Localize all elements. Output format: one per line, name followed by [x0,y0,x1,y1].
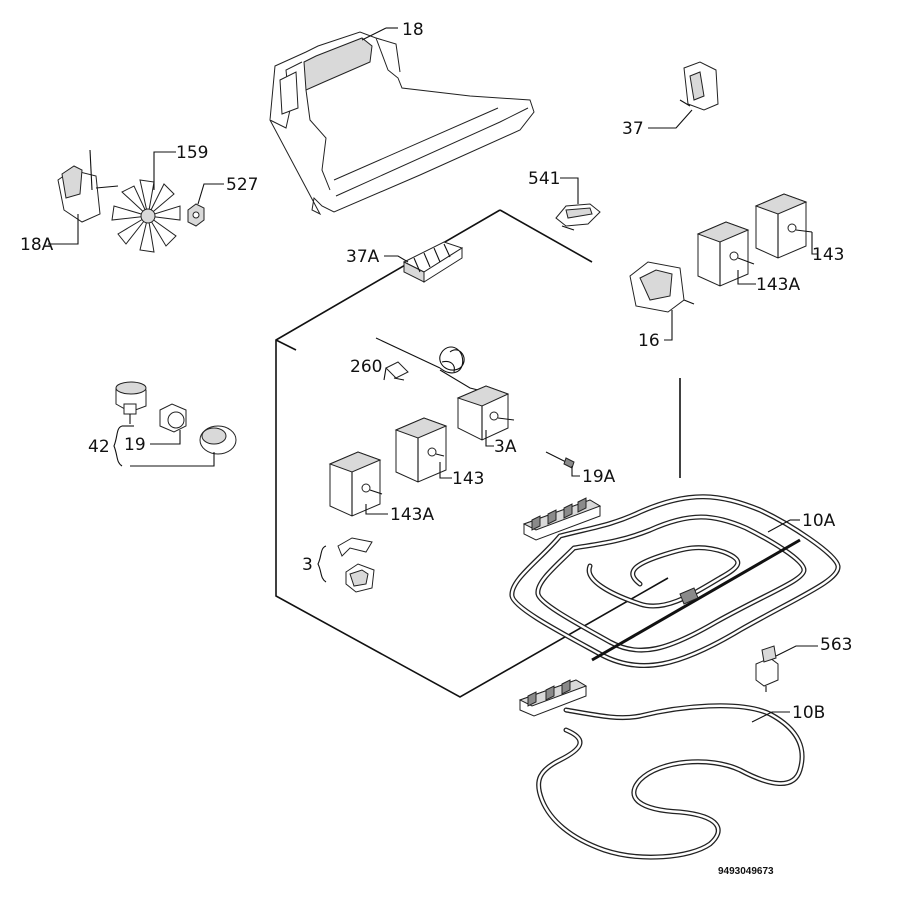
label-10b: 10B [792,703,825,723]
clamp-part-541 [555,177,601,231]
label-42: 42 [88,437,110,457]
selector-switch-143a-mid [328,451,388,517]
fan-motor-part [48,149,119,245]
nut-part [187,183,224,227]
label-541: 541 [528,169,560,189]
selector-switch-143-mid [394,417,452,483]
label-37: 37 [622,119,644,139]
label-3a: 3A [494,437,517,457]
clip-part-37 [648,61,719,129]
label-527: 527 [226,175,258,195]
label-143-top: 143 [812,245,844,265]
label-159: 159 [176,143,208,163]
label-10a: 10A [802,511,836,531]
bottom-element-10b [518,679,805,860]
terminal-block-part [384,241,464,283]
label-19: 19 [124,435,146,455]
lamp-holder-part [115,381,147,424]
thermostat-capillary-part [375,337,487,393]
label-37a: 37A [346,247,380,267]
label-143a-top: 143A [756,275,800,295]
lamp-cover-part [130,425,237,467]
pin-part-19a [545,451,580,477]
fitting-part-563 [755,645,818,692]
label-19a: 19A [582,467,616,487]
clamp-pair-3 [317,537,375,593]
selector-switch-143-top [754,193,818,259]
thermostat-body-3a [456,385,515,447]
oven-frame-outline [275,209,681,698]
label-18a: 18A [20,235,54,255]
fan-housing-part [269,27,535,216]
lamp-bulb-19 [150,403,187,445]
label-260: 260 [350,357,382,377]
drawing-number: 9493049673 [718,866,774,877]
label-3: 3 [302,555,313,575]
label-563: 563 [820,635,852,655]
label-16: 16 [638,331,660,351]
selector-switch-143a-top [696,221,756,287]
label-143a-mid: 143A [390,505,434,525]
label-18: 18 [402,20,424,40]
switch-housing-16 [629,261,695,341]
grill-element-10a [509,494,841,669]
label-143-mid: 143 [452,469,484,489]
brace-42 [113,425,123,467]
fan-impeller-part [111,151,181,253]
